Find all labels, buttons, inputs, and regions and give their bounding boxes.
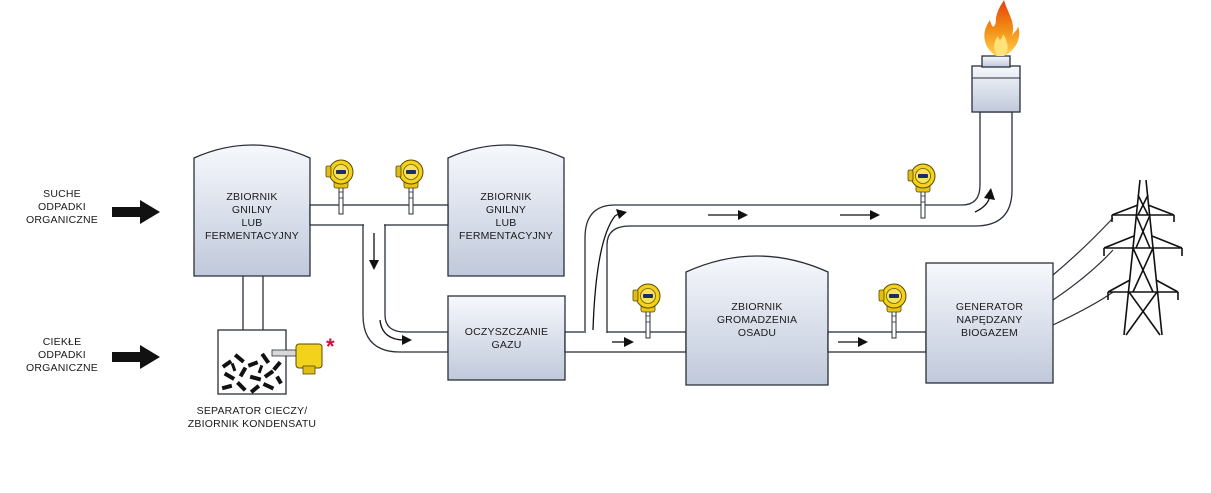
digester-1-label-line: FERMENTACYJNY bbox=[205, 230, 299, 242]
flow-arrow-icon bbox=[838, 337, 868, 347]
gas-cleaning-unit bbox=[447, 295, 566, 381]
generator-label-line: BIOGAZEM bbox=[960, 327, 1019, 339]
dry-waste-label-line: ORGANICZNE bbox=[26, 214, 99, 226]
liquid-waste-label-line: CIEKŁE bbox=[42, 336, 82, 348]
sludge-tank-label: ZBIORNIK GROMADZENIA OSADU bbox=[686, 301, 828, 340]
flow-arrow-icon bbox=[369, 233, 379, 270]
dry-waste-label-line: ODPADKI bbox=[38, 201, 86, 213]
flow-arrow-icon bbox=[708, 210, 748, 220]
liquid-waste-arrow-icon bbox=[112, 345, 160, 369]
generator-label: GENERATOR NAPĘDZANY BIOGAZEM bbox=[926, 301, 1053, 340]
digester-1-label-line: LUB bbox=[241, 217, 263, 229]
digester-tank-1 bbox=[193, 144, 311, 277]
generator-label-line: NAPĘDZANY bbox=[956, 314, 1023, 326]
level-switch-icon bbox=[271, 343, 323, 375]
separator-pipe bbox=[242, 273, 264, 333]
separator-asterisk-marker: * bbox=[326, 334, 335, 359]
digester-1-label-line: ZBIORNIK bbox=[226, 191, 278, 203]
dry-waste-arrow-icon bbox=[112, 200, 160, 224]
flow-arrow-icon bbox=[612, 337, 634, 347]
power-line-cables bbox=[1052, 217, 1114, 326]
gas-cleaning-label: OCZYSZCZANIE GAZU bbox=[448, 326, 565, 352]
liquid-waste-label-line: ORGANICZNE bbox=[26, 362, 99, 374]
digester-2-label-line: GNILNY bbox=[485, 204, 527, 216]
flow-arrow-icon bbox=[974, 188, 995, 213]
digester-link-pipe bbox=[309, 204, 449, 226]
separator-label: SEPARATOR CIECZY/ ZBIORNIK KONDENSATU bbox=[170, 405, 334, 431]
generator-label-line: GENERATOR bbox=[955, 301, 1024, 313]
power-pylon-icon bbox=[1103, 179, 1183, 336]
separator-media-icon bbox=[221, 352, 283, 394]
flame-icon bbox=[984, 0, 1020, 56]
separator-label-line: SEPARATOR CIECZY/ bbox=[196, 405, 308, 417]
digester-2-label-line: ZBIORNIK bbox=[480, 191, 532, 203]
liquid-waste-label: CIEKŁE ODPADKI ORGANICZNE bbox=[26, 336, 98, 375]
sludge-tank-label-line: OSADU bbox=[737, 327, 777, 339]
dry-waste-label-line: SUCHE bbox=[43, 188, 81, 200]
flow-arrow-icon bbox=[840, 210, 880, 220]
flare-stack bbox=[971, 55, 1021, 113]
sludge-storage-tank bbox=[685, 255, 829, 386]
digester-tank-2 bbox=[447, 144, 565, 277]
flow-arrow-icon bbox=[379, 319, 412, 345]
digester-1-label: ZBIORNIK GNILNY LUB FERMENTACYJNY bbox=[194, 191, 310, 243]
separator-label-line: ZBIORNIK KONDENSATU bbox=[187, 418, 317, 430]
digester-2-label-line: FERMENTACYJNY bbox=[459, 230, 553, 242]
sludge-tank-label-line: GROMADZENIA bbox=[716, 314, 798, 326]
flow-meter-icon bbox=[632, 283, 661, 339]
liquid-waste-label-line: ODPADKI bbox=[38, 349, 86, 361]
flow-arrow-icon bbox=[592, 209, 627, 331]
dry-waste-label: SUCHE ODPADKI ORGANICZNE bbox=[26, 188, 98, 227]
digester-2-label-line: LUB bbox=[495, 217, 517, 229]
digester-1-label-line: GNILNY bbox=[231, 204, 273, 216]
gas-cleaning-label-line: OCZYSZCZANIE bbox=[464, 326, 549, 338]
digester-2-label: ZBIORNIK GNILNY LUB FERMENTACYJNY bbox=[448, 191, 564, 243]
biogas-generator bbox=[925, 262, 1054, 384]
gas-feed-pipe bbox=[362, 224, 449, 353]
flow-meter-icon bbox=[878, 283, 907, 339]
gas-cleaning-label-line: GAZU bbox=[491, 339, 522, 351]
sludge-tank-label-line: ZBIORNIK bbox=[731, 301, 783, 313]
